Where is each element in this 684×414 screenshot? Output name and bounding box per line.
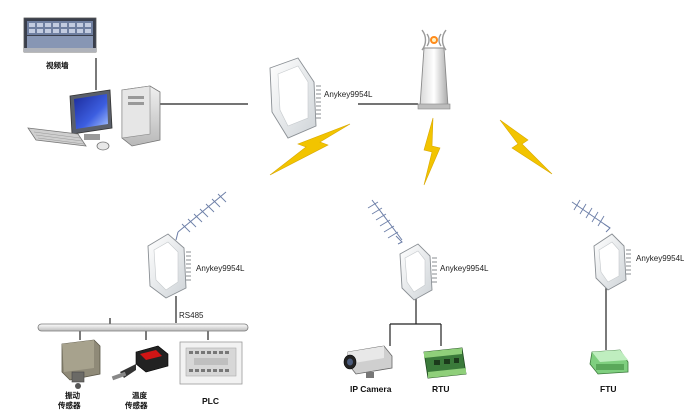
pc-workstation <box>27 85 161 151</box>
lightning-bolt-left <box>269 123 351 176</box>
temperature-sensor-label-line1: 温度 <box>132 390 147 400</box>
lightning-bolt-right <box>499 119 553 175</box>
node1-terminal-label: Anykey9954L <box>196 264 245 273</box>
rs485-label: RS485 <box>179 311 204 320</box>
node3-antenna-icon <box>571 199 611 233</box>
video-wall <box>23 17 97 53</box>
ftu-label: FTU <box>600 384 617 394</box>
plc-icon <box>179 341 243 385</box>
node2-antenna-icon <box>367 199 403 245</box>
connection-lines <box>79 58 607 350</box>
plc-label: PLC <box>202 396 219 406</box>
video-wall-label: 视频墙 <box>46 60 69 70</box>
node3-terminal-device <box>593 233 631 291</box>
vibration-sensor-icon <box>61 339 101 389</box>
rtu-icon <box>423 347 467 379</box>
central-terminal-device <box>269 57 321 139</box>
lightning-bolt-middle <box>423 117 441 186</box>
rtu-label: RTU <box>432 384 449 394</box>
node1-terminal-device <box>147 233 191 299</box>
vibration-sensor-label-line2: 传感器 <box>57 400 81 410</box>
vibration-sensor-label-line1: 振动 <box>65 390 80 400</box>
ip-camera-label: IP Camera <box>350 384 392 394</box>
temperature-sensor-label-line2: 传感器 <box>124 400 148 410</box>
base-station-tower-icon <box>417 29 451 110</box>
node2-terminal-label: Anykey9954L <box>440 264 489 273</box>
wireless-links <box>269 117 553 186</box>
ip-camera-icon <box>343 345 393 378</box>
temperature-sensor-icon <box>111 345 169 381</box>
central-terminal-label: Anykey9954L <box>324 90 373 99</box>
node3-terminal-label: Anykey9954L <box>636 254 684 263</box>
rs485-bus <box>37 323 249 332</box>
node1-antenna-icon <box>175 191 227 241</box>
node2-terminal-device <box>399 243 437 301</box>
ftu-icon <box>589 349 629 375</box>
